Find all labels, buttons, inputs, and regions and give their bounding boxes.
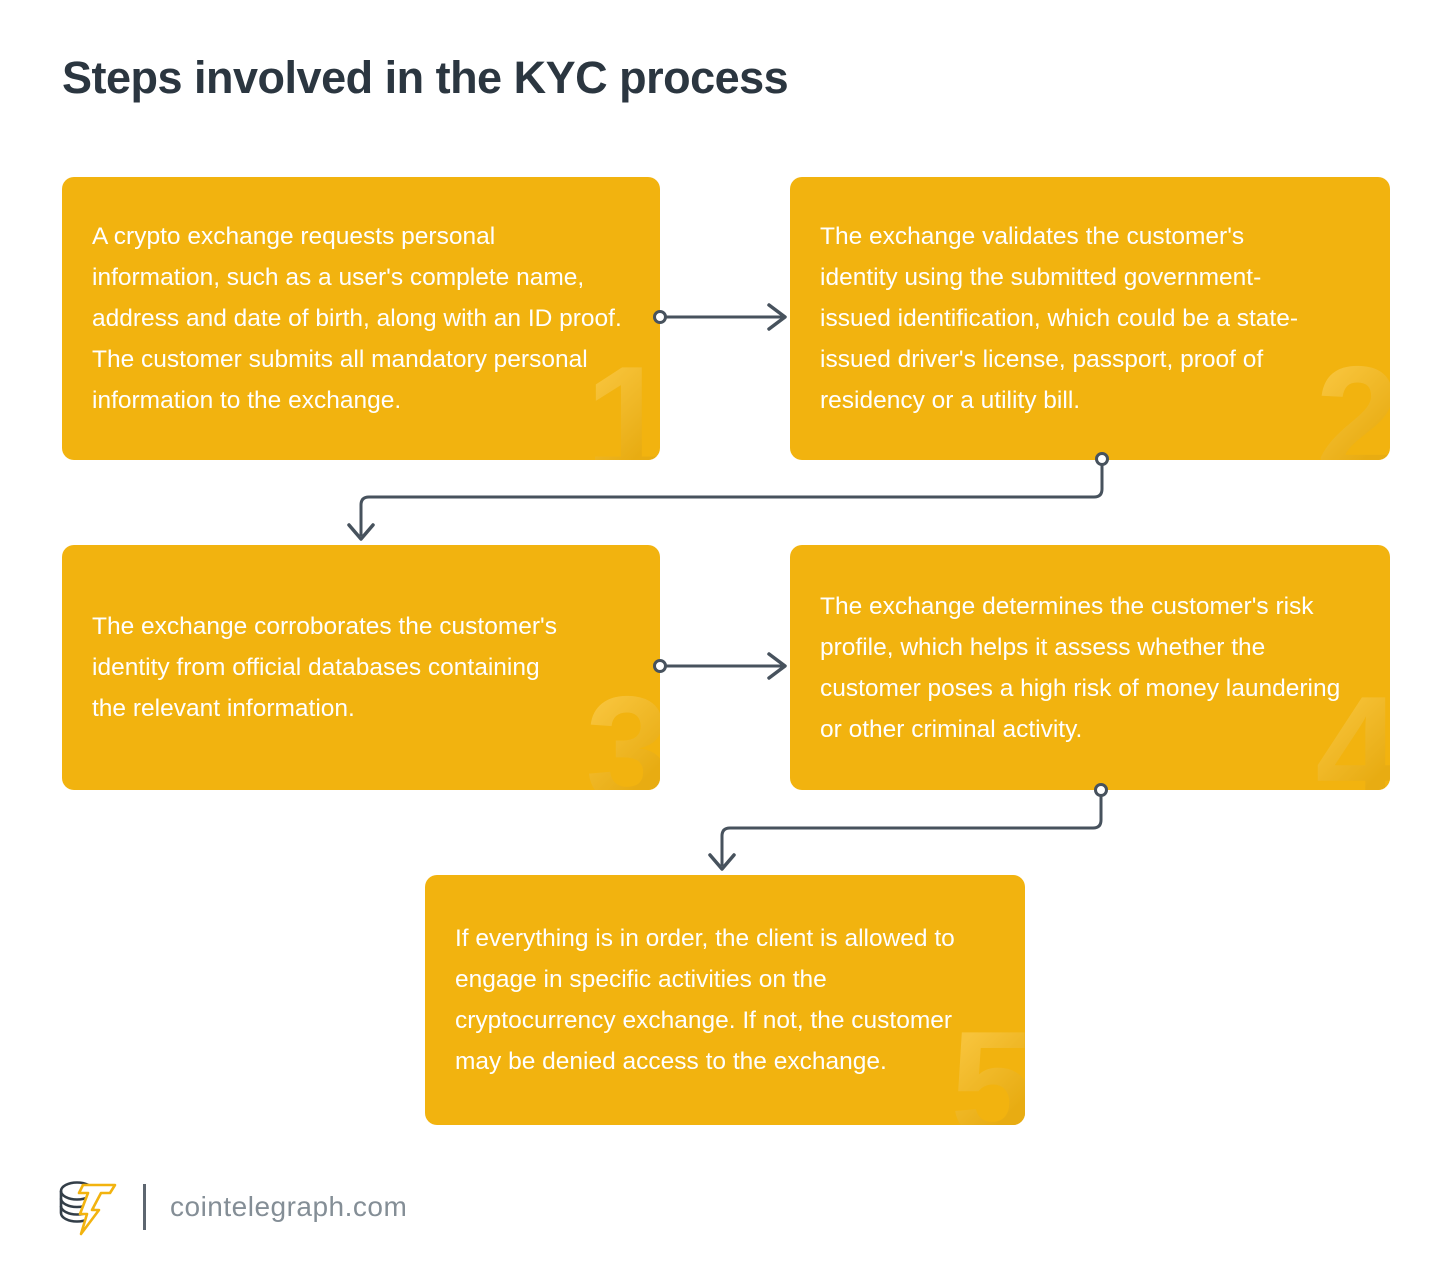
step-1-text: A crypto exchange requests personal info… — [92, 223, 622, 414]
step-box-4: The exchange determines the customer's r… — [790, 545, 1390, 790]
step-3-text: The exchange corroborates the customer's… — [92, 613, 557, 722]
cointelegraph-logo-icon — [59, 1181, 117, 1236]
connector-arrow-3-4 — [653, 652, 787, 680]
step-box-2: The exchange validates the customer's id… — [790, 177, 1390, 460]
step-2-number-watermark: 2 — [1315, 344, 1390, 460]
footer: cointelegraph.com — [55, 1178, 407, 1236]
step-box-5: If everything is in order, the client is… — [425, 875, 1025, 1125]
page-title: Steps involved in the KYC process — [62, 52, 789, 103]
connector-arrow-4-5 — [708, 783, 1108, 871]
footer-divider — [143, 1184, 146, 1230]
step-1-number-watermark: 1 — [585, 344, 660, 460]
connector-arrow-2-3 — [347, 452, 1109, 541]
step-2-text: The exchange validates the customer's id… — [820, 223, 1299, 414]
step-4-text: The exchange determines the customer's r… — [820, 592, 1341, 743]
step-3-number-watermark: 3 — [585, 674, 660, 790]
step-box-3: The exchange corroborates the customer's… — [62, 545, 660, 790]
connector-arrow-1-2 — [653, 303, 787, 331]
step-5-text: If everything is in order, the client is… — [455, 925, 955, 1075]
lightning-bolt-icon — [77, 1183, 117, 1236]
footer-site-text: cointelegraph.com — [170, 1191, 408, 1222]
step-box-1: A crypto exchange requests personal info… — [62, 177, 660, 460]
step-4-number-watermark: 4 — [1315, 674, 1390, 790]
step-5-number-watermark: 5 — [950, 1009, 1025, 1125]
